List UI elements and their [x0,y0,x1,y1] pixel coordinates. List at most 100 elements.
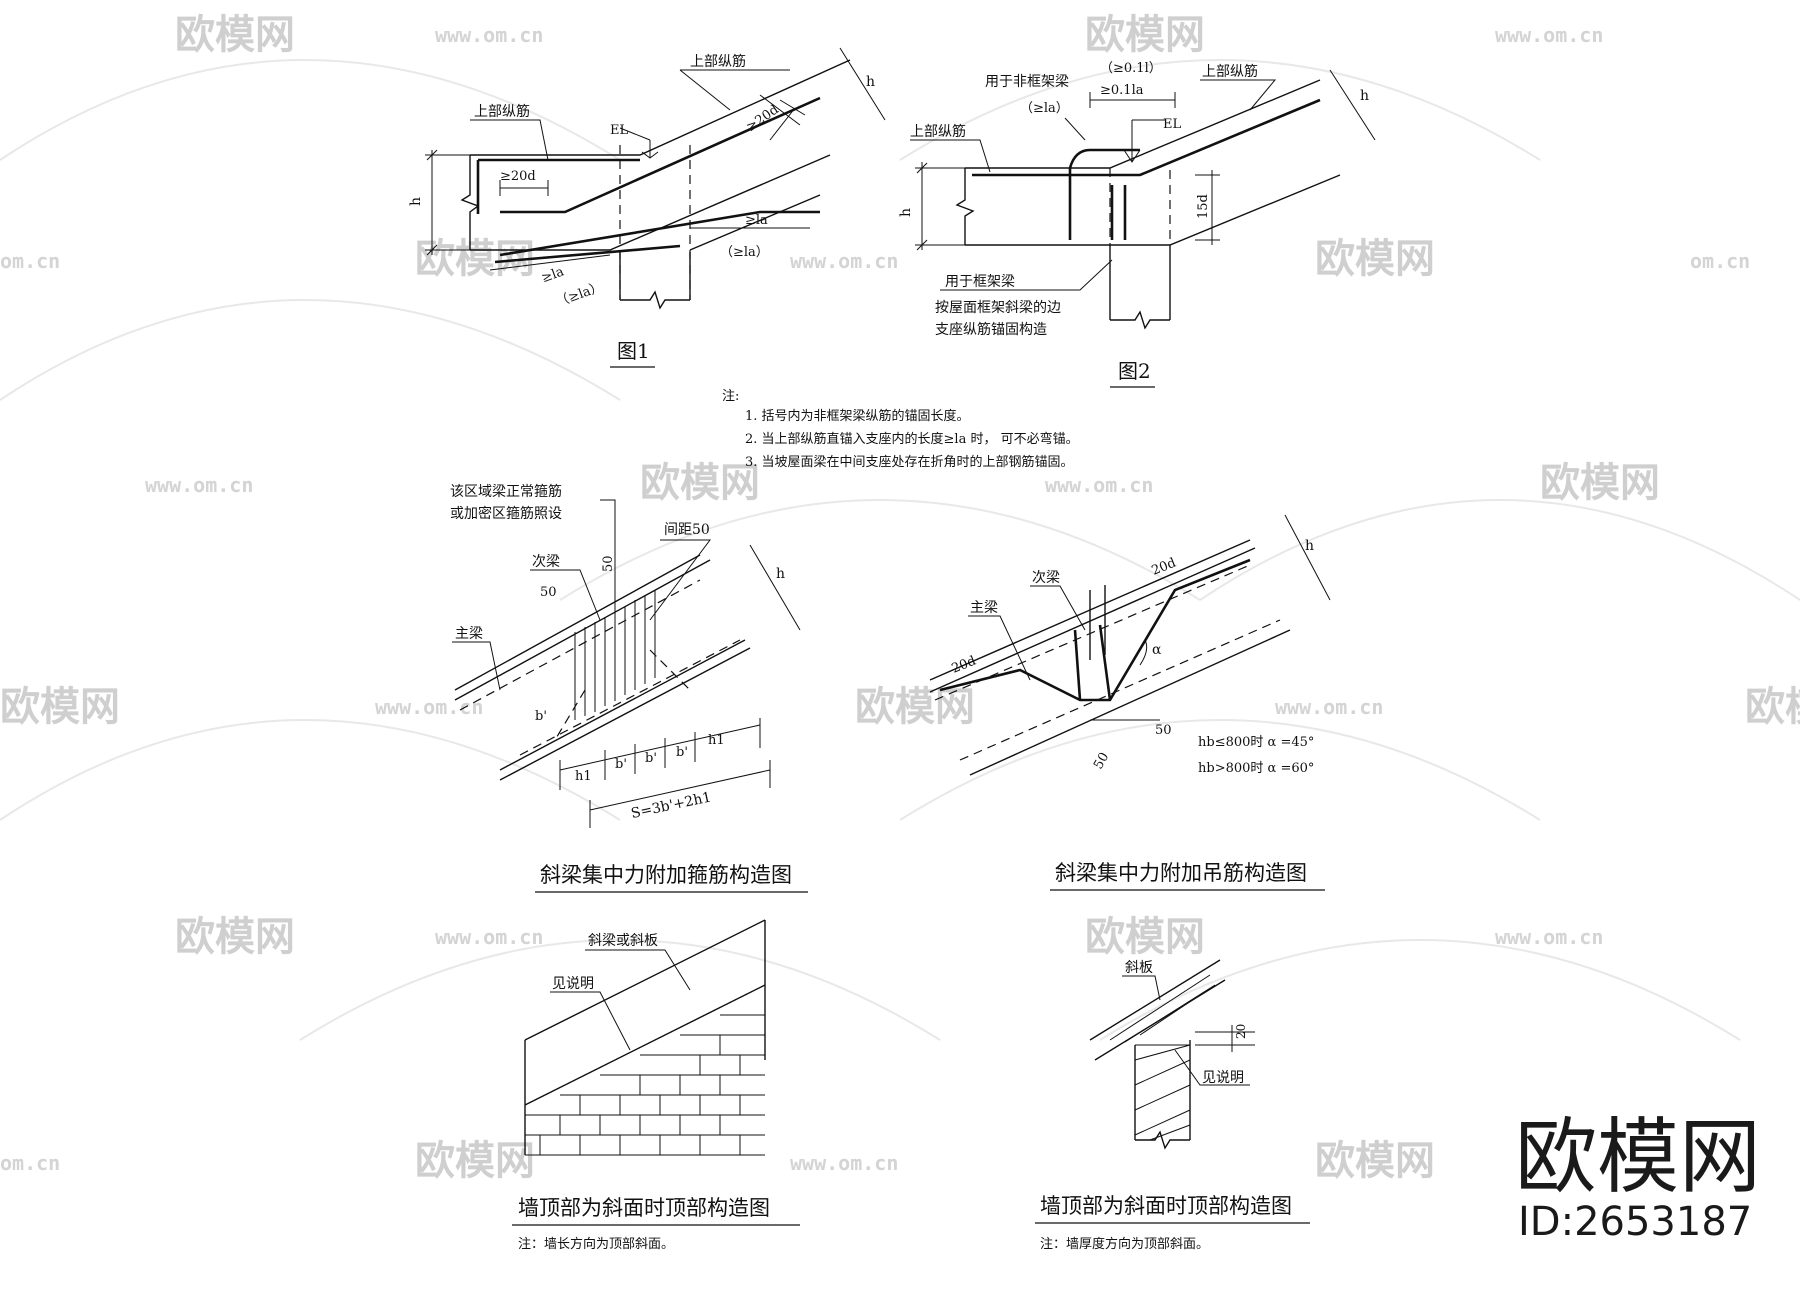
fig4-dim-20d-b: 20d [1150,556,1179,579]
watermark-url: www.om.cn [1495,925,1603,949]
fig2-beam-bottom [965,174,1341,246]
fig5-brick-wall [525,1014,765,1156]
fig5-label-see: 见说明 [552,976,594,992]
fig1-el-label: EL [610,123,628,138]
fig3-dim-50-b: 50 [601,555,616,572]
fig3-stirrups [554,590,691,741]
watermark-brand: 欧模网 [175,12,295,58]
fig3-note-2: 或加密区箍筋照设 [450,505,562,522]
fig4-caption: 斜梁集中力附加吊筋构造图 [1055,861,1307,885]
fig3-dim-h1-a: h1 [575,769,592,784]
fig3-dim-hb: b' [535,709,547,724]
fig3-dim-h1-b: h1 [708,733,725,748]
figure-6: 20 斜板 见说明 墙顶部为斜面时顶部构造图 注：墙厚度方向为顶部斜面。 [1035,959,1310,1252]
fig5-slab-top [524,919,766,1041]
fig6-slab-top [1089,959,1221,1041]
fig2-el-label: EL [1163,117,1181,132]
watermark-url: om.cn [0,1151,60,1175]
watermark-url: om.cn [1690,249,1750,273]
watermark-url: www.om.cn [145,473,253,497]
fig3-label-main: 主梁 [455,626,483,642]
fig2-label-top-rebar-right: 上部纵筋 [1202,63,1258,80]
fig4-label-main: 主梁 [970,600,998,616]
watermark-arcs [0,59,1800,1041]
fig2-label-frame: 用于框架梁 [945,274,1015,290]
fig1-bottom-rebar [499,210,820,257]
watermark-brand: 欧模网 [1745,684,1800,730]
watermark-brand: 欧模网 [1315,1138,1435,1184]
brand-block: 欧模网 ID:2653187 [1515,1110,1761,1245]
notes-head: 注: [722,389,739,404]
fig3-note-1: 该区域梁正常箍筋 [450,483,562,500]
fig6-dim-20: 20 [1234,1024,1248,1039]
fig3-spacing: 间距50 [664,522,710,538]
note-item-3: 3. 当坡屋面梁在中间支座处存在折角时的上部钢筋锚固。 [745,454,1074,470]
brand-id: ID:2653187 [1518,1199,1752,1245]
fig4-dim-h: h [1305,538,1314,554]
fig2-left-break [955,168,975,245]
fig3-beam-bottom [499,639,746,771]
fig1-dim-la-a-paren: （≥la） [554,280,605,311]
fig3-dim-h: h [776,566,785,582]
fig5-label-slab: 斜梁或斜板 [588,933,658,949]
fig4-dim-50-b: 50 [1155,723,1172,738]
fig2-rebar-vert [1110,185,1127,240]
fig1-dim-la-b-paren: （≥la） [720,245,769,260]
watermark-url: www.om.cn [1495,23,1603,47]
fig2-label-nonframe: 用于非框架梁 [985,74,1069,90]
fig3-dim-s: S=3b'+2h1 [630,789,713,822]
fig2-top-rebar [972,98,1321,177]
fig1-beam-top [470,59,851,156]
note-item-1: 1. 括号内为非框架梁纵筋的锚固长度。 [745,408,970,424]
fig2-caption: 图2 [1118,359,1151,383]
watermark-brand: 欧模网 [640,460,760,506]
figure-3: 该区域梁正常箍筋 或加密区箍筋照设 间距50 次梁 主梁 50 50 h b' … [450,483,808,893]
fig1-dim-h-left: h [408,197,424,206]
watermark-brand: 欧模网 [175,914,295,960]
fig2-label-nonframe-paren: （≥la） [1020,101,1069,116]
figure-5: 斜梁或斜板 见说明 墙顶部为斜面时顶部构造图 注：墙长方向为顶部斜面。 [512,919,800,1252]
fig3-beam-top [454,554,701,691]
watermark-url: www.om.cn [1275,695,1383,719]
fig2-dim-15d: 15d [1196,194,1211,219]
watermark-brand: 欧模网 [1085,914,1205,960]
fig2-dim-h-left: h [898,208,914,217]
fig4-cond-1: hb≤800时 α =45° [1198,735,1314,750]
watermark-brand: 欧模网 [415,1138,535,1184]
fig4-hanger [939,558,1251,702]
fig4-dim-50-a: 50 [1091,750,1112,772]
figure-4: 次梁 主梁 20d 20d h α 50 50 hb≤800时 α =45° h… [929,514,1331,891]
watermark-url: www.om.cn [790,1151,898,1175]
fig6-note: 注：墙厚度方向为顶部斜面。 [1040,1236,1209,1252]
brand-logo-text: 欧模网 [1515,1110,1761,1205]
fig1-dim-la-b: ≥la [745,213,768,228]
watermark-brand: 欧模网 [1085,12,1205,58]
fig2-label-top-rebar-left: 上部纵筋 [910,123,966,140]
fig3-dim-50-a: 50 [540,585,557,600]
fig4-label-secondary: 次梁 [1032,570,1060,586]
fig1-label-top-rebar-left: 上部纵筋 [474,103,530,120]
fig1-beam-bottom2 [689,194,821,251]
fig3-caption: 斜梁集中力附加箍筋构造图 [540,863,792,887]
note-item-2: 2. 当上部纵筋直锚入支座内的长度≥la 时， 可不必弯锚。 [745,431,1079,447]
fig1-top-rebar-h [476,158,640,214]
fig4-beam-top2 [929,547,1256,693]
fig5-note: 注：墙长方向为顶部斜面。 [518,1236,674,1252]
fig6-label-see: 见说明 [1202,1070,1244,1086]
fig2-column-bottom [1110,310,1170,330]
fig1-beam-bottom [470,154,831,251]
fig1-bottom-rebar-l [494,244,681,264]
watermark-brand: 欧模网 [1315,236,1435,282]
figure-2: EL h h 15d （≥0.1l） ≥0.1la 用于非框架梁 （≥la） 上… [898,61,1376,388]
figure-1: EL h h ≥20d ≥20d 上部纵筋 上部纵筋 ≥la （≥la） ≥la… [408,47,886,368]
fig2-dim-h-right: h [1360,88,1369,104]
notes: 注: 1. 括号内为非框架梁纵筋的锚固长度。 2. 当上部纵筋直锚入支座内的长度… [722,389,1079,470]
fig1-dim-20d-a: ≥20d [500,169,536,184]
fig6-label-slab: 斜板 [1125,960,1153,976]
fig2-dim-011-paren: （≥0.1l） [1100,61,1162,76]
fig4-dim-alpha: α [1152,642,1162,658]
fig1-caption: 图1 [617,339,650,363]
watermarks: 欧模网 www.om.cn 欧模网 www.om.cn om.cn 欧模网 ww… [0,12,1800,1184]
